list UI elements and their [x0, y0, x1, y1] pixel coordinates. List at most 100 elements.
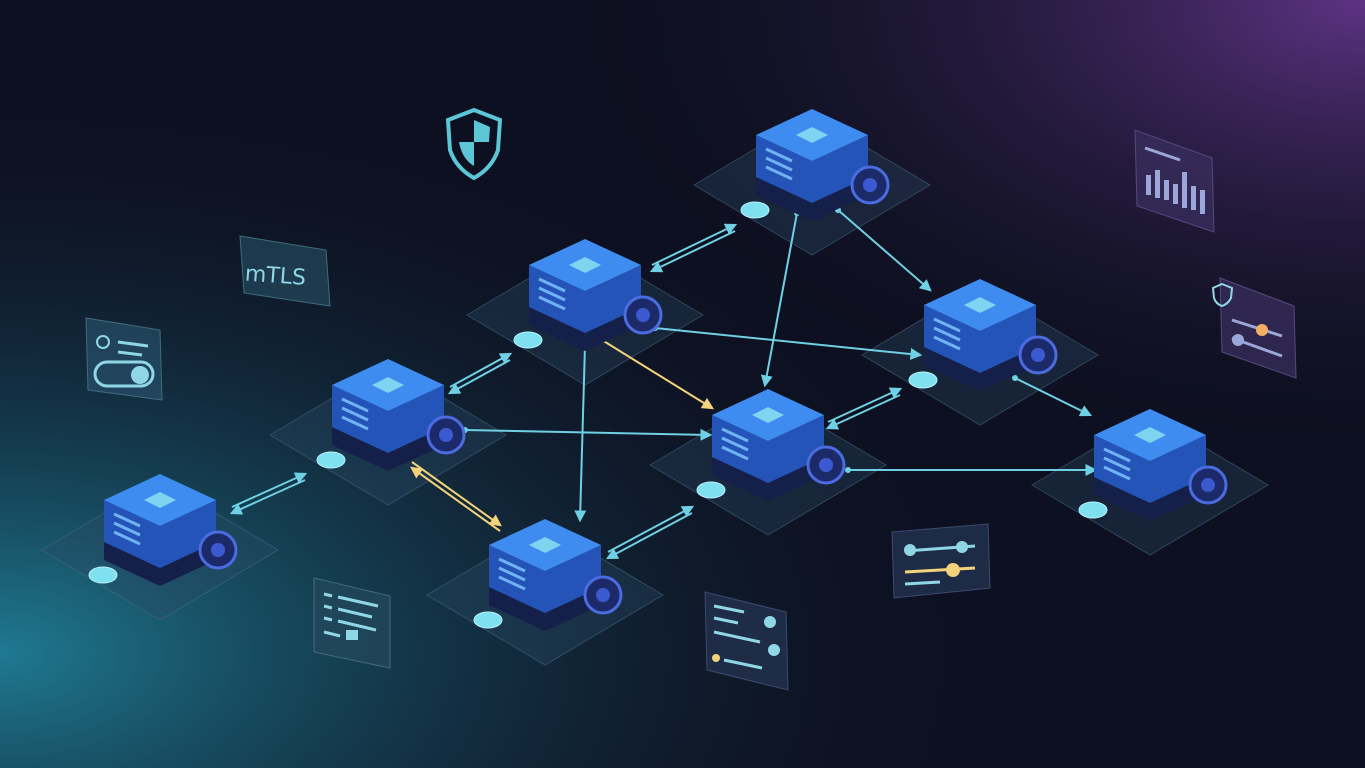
chip-icon	[569, 257, 601, 273]
service-node	[316, 359, 466, 471]
policy-toggle-card	[85, 317, 163, 401]
sidecar-core	[211, 543, 225, 557]
node-stripe	[498, 557, 526, 573]
service-connection	[449, 352, 513, 388]
node-stripe	[113, 512, 141, 528]
chip-icon	[144, 492, 176, 508]
service-connection	[605, 512, 693, 560]
node-stripe	[1103, 456, 1131, 472]
sidecar-core	[863, 178, 877, 192]
sidecar-core	[1031, 348, 1045, 362]
config-list-card	[313, 577, 391, 669]
node-side	[489, 545, 601, 613]
chip-icon	[1134, 427, 1166, 443]
chip-icon	[796, 127, 828, 143]
settings-list-card	[704, 591, 789, 691]
connection-origin	[845, 467, 851, 473]
mtls-label: mTLS	[244, 262, 307, 291]
node-side	[924, 305, 1036, 373]
service-connection	[464, 428, 713, 441]
service-connection	[229, 479, 306, 515]
node-side	[1094, 435, 1206, 503]
service-node	[908, 279, 1058, 391]
node-stripe	[721, 436, 749, 452]
sidecar-core	[439, 428, 453, 442]
node-base	[1094, 477, 1206, 521]
sliders-card	[891, 523, 991, 599]
service-node	[473, 519, 623, 631]
endpoint-dot	[88, 566, 118, 584]
sidecar-core	[819, 458, 833, 472]
node-stripe	[113, 521, 141, 537]
node-stripe	[721, 445, 749, 461]
service-connection	[837, 209, 932, 292]
node-stripe	[538, 295, 566, 311]
endpoint-dot	[316, 451, 346, 469]
node-stripe	[765, 165, 793, 181]
endpoint-dot	[696, 481, 726, 499]
mtls-connection	[411, 461, 502, 527]
service-connection	[231, 472, 308, 508]
endpoint-dot	[473, 611, 503, 629]
node-stripe	[538, 286, 566, 302]
chip-icon	[964, 297, 996, 313]
node-stripe	[933, 317, 961, 333]
service-connection	[825, 394, 901, 430]
endpoint-dot	[513, 331, 543, 349]
endpoint-dot	[740, 201, 770, 219]
node-side	[104, 500, 216, 568]
chip-icon	[529, 537, 561, 553]
node-stripe	[113, 530, 141, 546]
connection-origin	[1012, 375, 1018, 381]
node-stripe	[1103, 465, 1131, 481]
node-base	[529, 307, 641, 351]
mtls-connection	[410, 466, 501, 532]
node-stripe	[721, 427, 749, 443]
node-stripe	[765, 147, 793, 163]
node-stripe	[933, 326, 961, 342]
node-side	[332, 385, 444, 453]
service-connection	[760, 212, 798, 388]
sidecar-core	[596, 588, 610, 602]
service-node	[88, 474, 238, 586]
sidecar-core	[636, 308, 650, 322]
chip-icon	[372, 377, 404, 393]
endpoint-dot	[1078, 501, 1108, 519]
node-side	[756, 135, 868, 203]
chip-icon	[752, 407, 784, 423]
node-stripe	[765, 156, 793, 172]
service-node	[740, 109, 890, 221]
service-connection	[447, 359, 511, 395]
node-side	[529, 265, 641, 333]
service-node	[1078, 409, 1228, 521]
node-stripe	[538, 277, 566, 293]
bar-chart-card	[1134, 129, 1215, 233]
node-stripe	[341, 397, 369, 413]
service-node	[513, 239, 663, 351]
mtls-card: mTLS	[239, 235, 331, 307]
service-connection	[654, 327, 923, 360]
service-connection	[1014, 377, 1093, 417]
node-base	[104, 542, 216, 586]
endpoint-dot	[908, 371, 938, 389]
service-connection	[651, 223, 738, 266]
node-stripe	[498, 566, 526, 582]
security-slider-card	[1211, 277, 1297, 379]
node-side	[712, 415, 824, 483]
node-stripe	[341, 415, 369, 431]
shield-icon	[445, 107, 503, 181]
service-connection	[827, 387, 903, 423]
service-connection	[607, 505, 695, 553]
node-stripe	[341, 406, 369, 422]
node-base	[756, 177, 868, 221]
node-base	[332, 427, 444, 471]
sidecar-core	[1201, 478, 1215, 492]
node-stripe	[498, 575, 526, 591]
mtls-connection	[601, 339, 715, 410]
service-node	[696, 389, 846, 501]
node-base	[489, 587, 601, 631]
node-stripe	[1103, 447, 1131, 463]
node-base	[712, 457, 824, 501]
